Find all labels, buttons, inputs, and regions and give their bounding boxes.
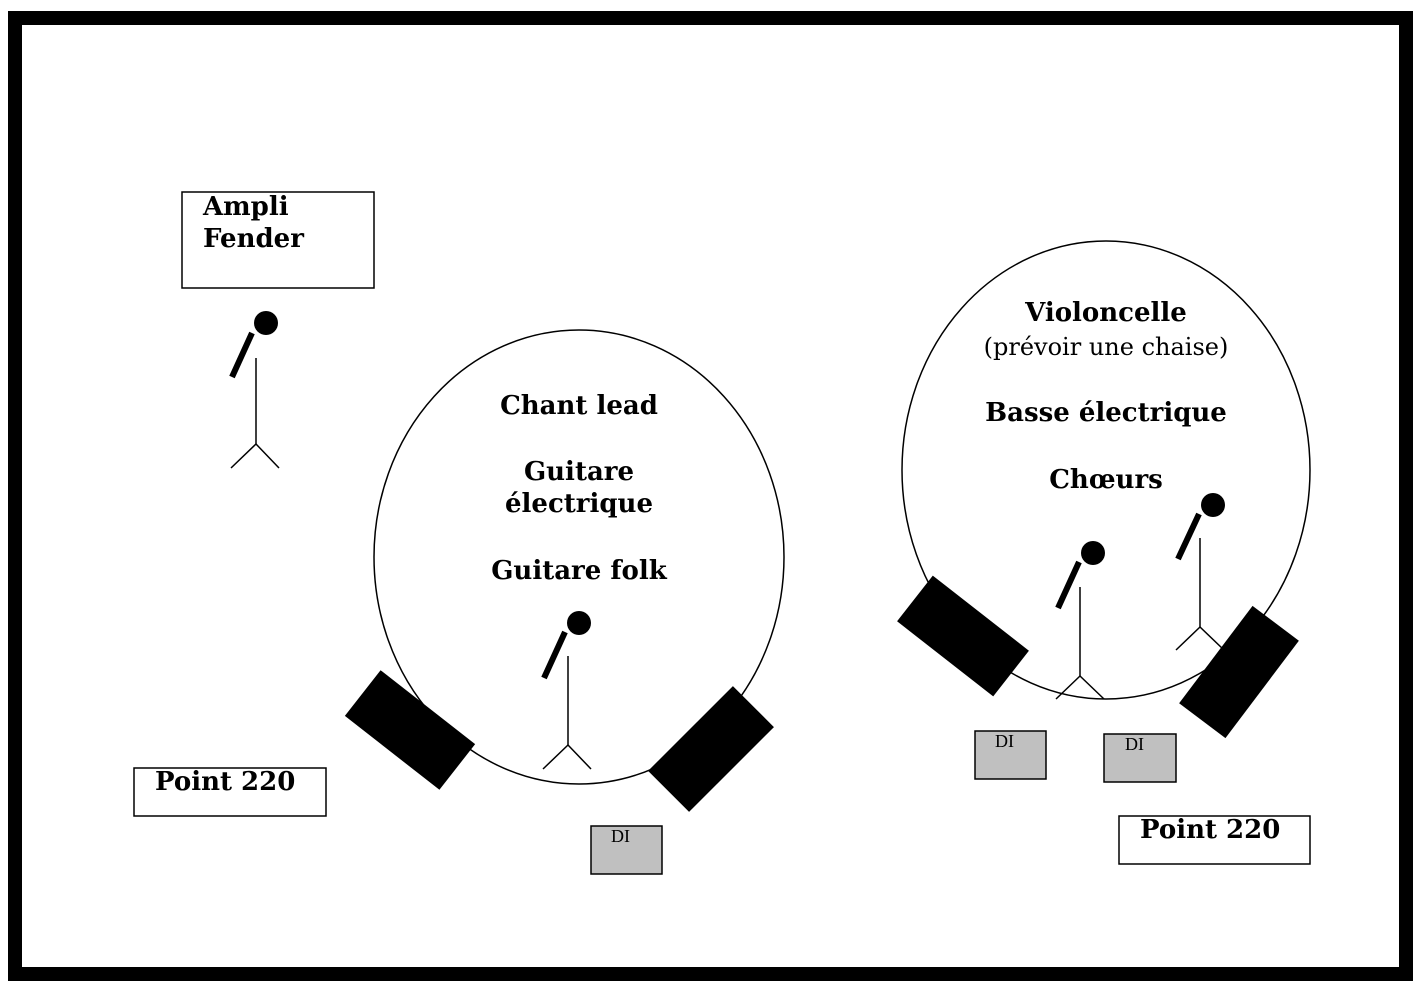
mic-head-icon: [1081, 541, 1105, 565]
mic-stand-amp: [229, 311, 280, 469]
right-zone: Violoncelle (prévoir une chaise) Basse é…: [901, 240, 1311, 700]
amp-label-line1: Ampli: [202, 192, 289, 222]
guitare-folk-label: Guitare folk: [491, 556, 668, 586]
choeurs-label: Chœurs: [1049, 465, 1163, 495]
monitor-wedge-right-left: [897, 575, 1029, 697]
monitor-wedge-center-right: [648, 686, 774, 812]
center-zone: Chant lead Guitare électrique Guitare fo…: [373, 329, 785, 785]
amp-label-line2: Fender: [203, 224, 304, 254]
di-box-right-1: DI: [974, 730, 1047, 780]
mic-head-icon: [254, 311, 278, 335]
mic-stand-right-1: [1055, 541, 1105, 700]
chaise-note: (prévoir une chaise): [984, 333, 1229, 361]
chant-lead-label: Chant lead: [500, 391, 658, 421]
amp-fender: Ampli Fender: [181, 191, 375, 289]
di-label: DI: [1125, 734, 1144, 754]
monitor-wedge-right-right: [1179, 605, 1299, 739]
mic-head-icon: [567, 611, 591, 635]
di-label: DI: [995, 731, 1014, 751]
power-left-label: Point 220: [155, 767, 295, 797]
basse-label: Basse électrique: [985, 398, 1227, 428]
di-box-center: DI: [590, 825, 663, 875]
mic-stand-right-2: [1175, 493, 1225, 651]
monitor-wedge-center-left: [344, 670, 476, 790]
di-label: DI: [611, 826, 630, 846]
power-point-right: Point 220: [1118, 815, 1311, 865]
guitare-label-line2: électrique: [505, 489, 653, 519]
violoncelle-label: Violoncelle: [1024, 298, 1187, 328]
power-point-left: Point 220: [133, 767, 327, 817]
guitare-label-line1: Guitare: [524, 457, 634, 487]
mic-stand-center: [541, 611, 592, 770]
page-frame: [8, 11, 1413, 981]
mic-head-icon: [1201, 493, 1225, 517]
di-box-right-2: DI: [1103, 733, 1177, 783]
power-right-label: Point 220: [1140, 815, 1280, 845]
